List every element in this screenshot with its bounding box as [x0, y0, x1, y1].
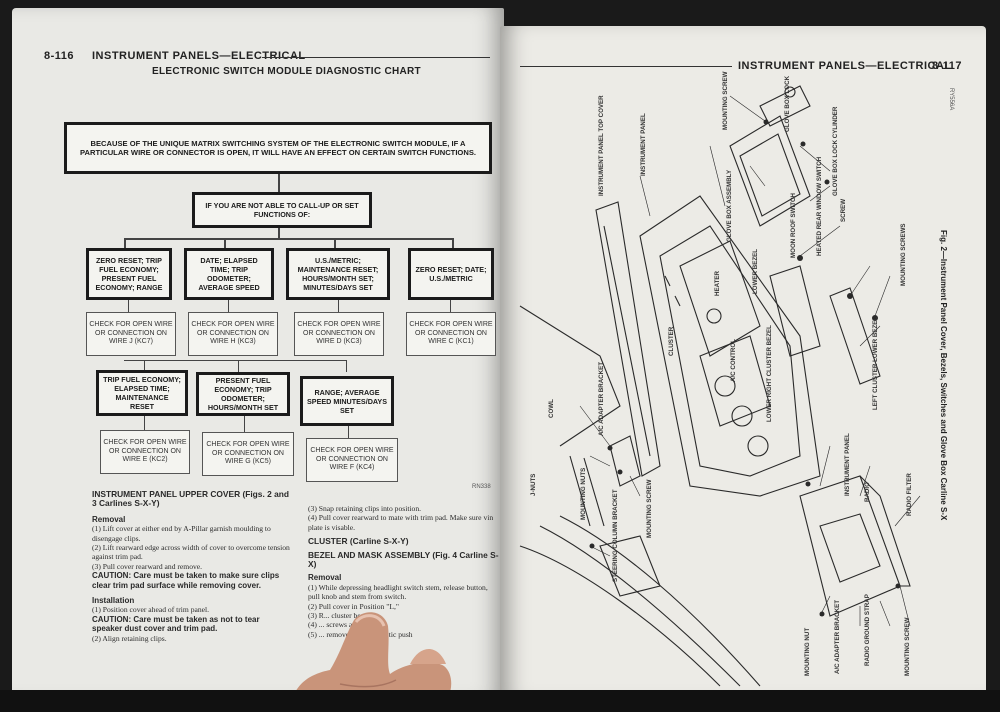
left-page: 8-116 INSTRUMENT PANELS—ELECTRICAL ELECT…	[12, 8, 504, 698]
label-moon-roof-switch: MOON ROOF SWITCH	[790, 193, 797, 258]
book-cover-edge	[0, 690, 1000, 712]
check-box: CHECK FOR OPEN WIRE OR CONNECTION ON WIR…	[188, 312, 278, 356]
caution-note: CAUTION: Care must be taken as not to te…	[92, 614, 260, 634]
install-step: (1) Position cover ahead of trim panel.	[92, 605, 210, 615]
connector	[238, 360, 239, 372]
header-rule	[520, 66, 732, 67]
upper-cover-heading: INSTRUMENT PANEL UPPER COVER (Figs. 2 an…	[92, 489, 289, 509]
label-left-lower-bezel: LEFT CLUSTER LOWER BEZEL	[872, 316, 879, 410]
function-box: PRESENT FUEL ECONOMY; TRIP ODOMETER; HOU…	[196, 372, 290, 416]
connector	[144, 360, 145, 372]
label-lock-cylinder: GLOVE BOX LOCK CYLINDER	[832, 106, 839, 196]
label-ground-strap: RADIO GROUND STRAP	[864, 594, 871, 666]
removal-heading: Removal	[308, 573, 342, 583]
chart-top-box: BECAUSE OF THE UNIQUE MATRIX SWITCHING S…	[64, 122, 492, 174]
left-page-number: 8-116	[44, 50, 75, 62]
label-mounting-screws: MOUNTING SCREWS	[900, 223, 907, 286]
check-box: CHECK FOR OPEN WIRE OR CONNECTION ON WIR…	[100, 430, 190, 474]
removal-step: (1) Lift cover at either end by A-Pillar…	[92, 524, 271, 543]
label-rear-window-switch: HEATED REAR WINDOW SWITCH	[816, 156, 823, 256]
chart-ref: RN338	[472, 484, 491, 490]
label-heater: HEATER	[714, 271, 721, 296]
removal-step: (4) ... screws and remove	[308, 620, 385, 630]
caution-note: CAUTION: Care must be taken to make sure…	[92, 571, 280, 590]
check-box: CHECK FOR OPEN WIRE OR CONNECTION ON WIR…	[86, 312, 176, 356]
left-section-title: INSTRUMENT PANELS—ELECTRICAL	[92, 50, 306, 62]
connector	[244, 416, 245, 432]
label-mounting-nuts: MOUNTING NUTS	[580, 467, 587, 520]
connector	[124, 238, 454, 240]
removal-heading: Removal	[92, 514, 126, 524]
cluster-heading: CLUSTER (Carline S-X-Y)	[308, 536, 409, 547]
connector	[124, 360, 346, 361]
function-box: TRIP FUEL ECONOMY; ELAPSED TIME; MAINTEN…	[96, 370, 188, 416]
connector	[144, 416, 145, 430]
removal-step: (2) Lift rearward edge across width of c…	[92, 543, 290, 562]
connector	[452, 238, 454, 248]
connector	[334, 238, 336, 248]
bezel-heading: BEZEL AND MASK ASSEMBLY (Fig. 4 Carline …	[308, 549, 499, 570]
right-page: INSTRUMENT PANELS—ELECTRICAL 8-117 RY556…	[500, 26, 986, 698]
removal-step: (2) Pull cover in Position "L,"	[308, 601, 399, 611]
connector	[346, 360, 347, 372]
function-box: RANGE; AVERAGE SPEED MINUTES/DAYS SET	[300, 376, 394, 426]
function-box: ZERO RESET; DATE; U.S./METRIC	[408, 248, 494, 300]
check-box: CHECK FOR OPEN WIRE OR CONNECTION ON WIR…	[306, 438, 398, 482]
function-box: DATE; ELAPSED TIME; TRIP ODOMETER; AVERA…	[184, 248, 274, 300]
removal-step: (3) R... cluster bezel	[308, 611, 370, 621]
function-box: ZERO RESET; TRIP FUEL ECONOMY; PRESENT F…	[86, 248, 172, 300]
label-glove-box-lock: GLOVE BOX LOCK	[784, 75, 791, 132]
label-cowl: COWL	[548, 399, 555, 418]
label-mounting-nut: MOUNTING NUT	[804, 627, 811, 676]
removal-step: (1) While depressing headlight switch st…	[308, 582, 488, 602]
label-instrument-panel-2: INSTRUMENT PANEL	[844, 433, 851, 496]
connector	[450, 300, 451, 312]
connector	[224, 238, 226, 248]
connector	[278, 174, 280, 192]
label-top-cover: INSTRUMENT PANEL TOP COVER	[598, 95, 605, 196]
label-ac-adapter-bracket: A/C ADAPTER BRACKET	[598, 361, 605, 436]
connector	[124, 238, 126, 248]
chart-title: ELECTRONIC SWITCH MODULE DIAGNOSTIC CHAR…	[152, 66, 421, 77]
check-box: CHECK FOR OPEN WIRE OR CONNECTION ON WIR…	[202, 432, 294, 476]
text-column-left: INSTRUMENT PANEL UPPER COVER (Figs. 2 an…	[92, 489, 292, 643]
label-lower-right-bezel: LOWER RIGHT CLUSTER BEZEL	[766, 325, 773, 422]
label-cluster: CLUSTER	[668, 326, 675, 356]
hand-image	[290, 612, 452, 712]
label-radio: RADIO	[864, 482, 871, 502]
label-steering-bracket: STEERING COLUMN BRACKET	[612, 489, 619, 582]
label-ac-adapter-bracket-2: A/C ADAPTER BRACKET	[834, 599, 841, 674]
label-screw: SCREW	[840, 198, 847, 222]
chart-decision-box: IF YOU ARE NOT ABLE TO CALL-UP OR SET FU…	[192, 192, 372, 228]
label-j-nuts: J-NUTS	[530, 473, 537, 496]
label-ac-control: A/C CONTROL	[730, 339, 737, 382]
right-section-title: INSTRUMENT PANELS—ELECTRICAL	[738, 60, 952, 72]
label-mounting-screw: MOUNTING SCREW	[722, 71, 729, 130]
installation-heading: Installation	[92, 596, 135, 606]
removal-step: (3) Pull cover rearward and remove.	[92, 561, 203, 571]
right-page-number: 8-117	[932, 60, 963, 72]
label-lower-bezel: LOWER BEZEL	[752, 248, 759, 294]
label-glove-box-assembly: GLOVE BOX ASSEMBLY	[726, 169, 733, 242]
label-mounting-screw-3: MOUNTING SCREW	[904, 617, 911, 676]
connector	[228, 300, 229, 312]
connector	[128, 300, 129, 312]
connector	[348, 426, 349, 438]
install-step: (4) Pull cover rearward to mate with tri…	[308, 513, 494, 532]
install-step: (3) Snap retaining clips into position.	[308, 504, 422, 513]
header-rule	[262, 57, 490, 58]
function-box: U.S./METRIC; MAINTENANCE RESET; HOURS/MO…	[286, 248, 390, 300]
check-box: CHECK FOR OPEN WIRE OR CONNECTION ON WIR…	[294, 312, 384, 356]
install-step: (2) Align retaining clips.	[92, 633, 167, 643]
figure-caption: Fig. 2—Instrument Panel Cover, Bezels, S…	[939, 230, 948, 521]
connector	[278, 228, 280, 238]
exploded-diagram	[519, 85, 921, 687]
label-radio-filter: RADIO FILTER	[906, 473, 913, 516]
label-mounting-screw: MOUNTING SCREW	[646, 479, 653, 538]
connector	[338, 300, 339, 312]
check-box: CHECK FOR OPEN WIRE OR CONNECTION ON WIR…	[406, 312, 496, 356]
label-instrument-panel: INSTRUMENT PANEL	[640, 113, 647, 176]
